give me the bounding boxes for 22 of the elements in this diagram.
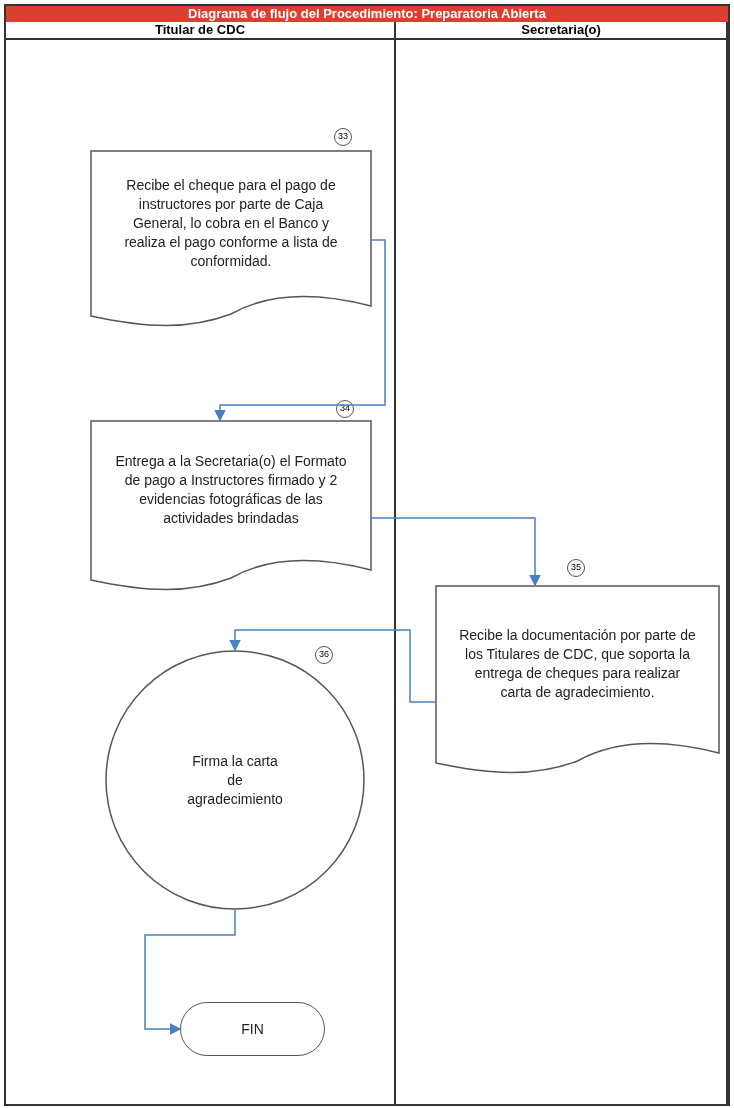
step-text: Entrega a la Secretaria(o) el Formato de pago a Instructores firmado y 2 evidencias fotográficas de las actividades brindadas <box>115 453 347 526</box>
title-bar: Diagrama de flujo del Procedimiento: Preparatoria Abierta <box>6 6 728 22</box>
document-shape <box>90 150 372 328</box>
arrow <box>214 239 386 422</box>
swimlane <box>396 22 728 1104</box>
step-text: Recibe la documentación por parte de los Titulares de CDC, que soporta la entrega de cheques para realizar carta de agradecimiento. <box>459 627 696 700</box>
step-text: Recibe el cheque para el pago de instructores por parte de Caja General, lo cobra en el Banco y realiza el pago conforme a lista de conformidad. <box>124 176 338 269</box>
arrow <box>144 909 236 1035</box>
swimlane <box>6 22 396 1104</box>
step-text: Firma la carta de agradecimiento <box>187 752 283 807</box>
step-number: 36 <box>315 646 333 664</box>
document-shape <box>435 585 720 775</box>
step-number: 35 <box>567 559 585 577</box>
lane-header: Titular de CDC <box>6 22 394 40</box>
arrow <box>229 629 436 703</box>
lane-header: Secretaria(o) <box>396 22 726 40</box>
arrow <box>371 517 541 587</box>
step-number: 33 <box>334 128 352 146</box>
process-circle <box>105 650 365 910</box>
step-text: FIN <box>241 1020 264 1037</box>
terminator <box>180 1002 325 1056</box>
document-shape <box>90 420 372 592</box>
